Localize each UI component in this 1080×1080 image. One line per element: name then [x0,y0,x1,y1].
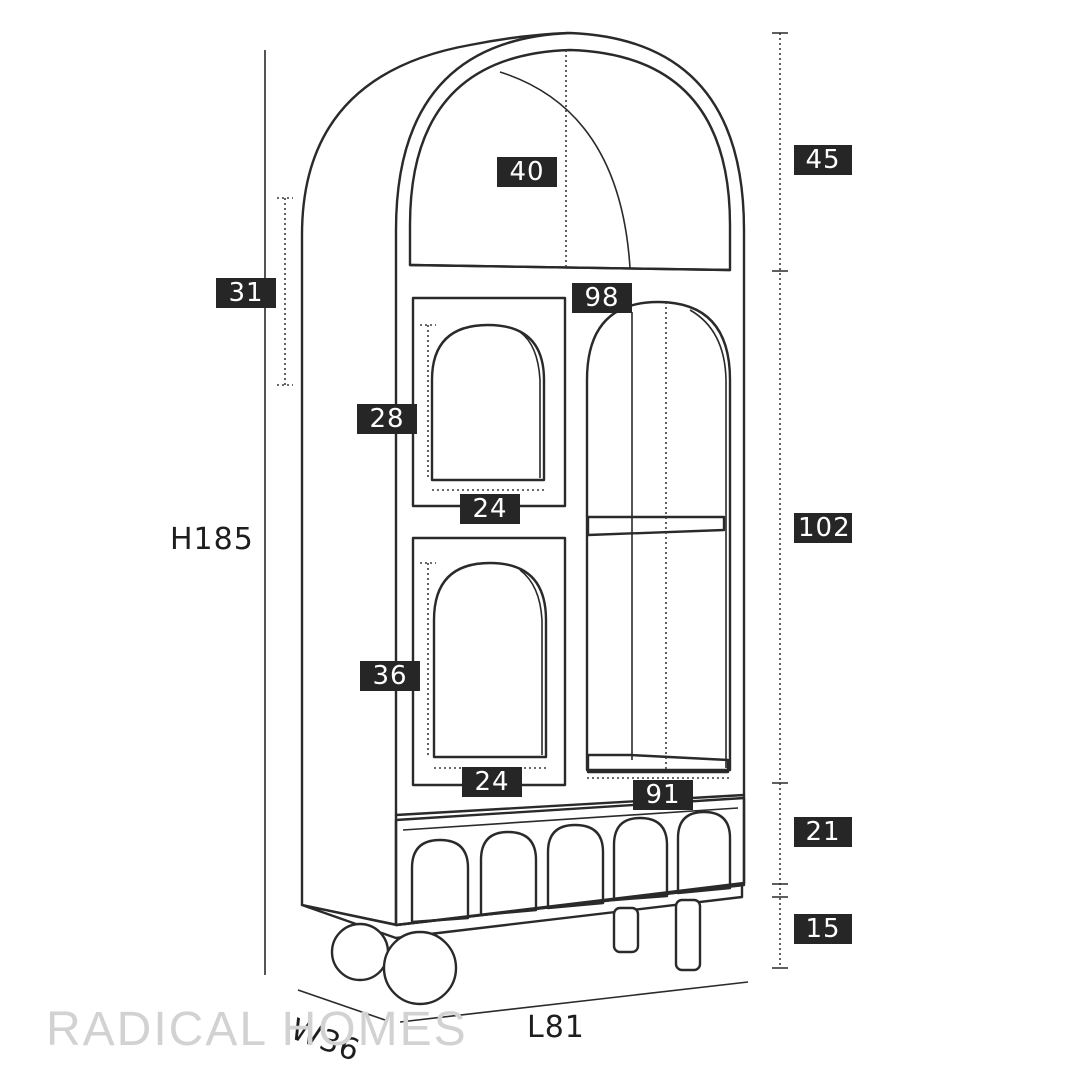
right-dimension-ticks [772,32,788,969]
upper-window-h-dotted [420,324,436,480]
right-arch-opening [585,300,732,772]
label-right-opening-height: 98 [572,283,632,313]
label-drawer-section: 21 [794,817,852,847]
right-bottom-shelf [586,753,730,774]
drawer-arch-1 [410,838,470,924]
label-upper-window-width: 24 [460,494,520,524]
label-upper-window-height: 28 [357,404,417,434]
length-line [399,981,749,1023]
ball-foot-front [382,930,458,1006]
label-arch-width: 40 [497,157,557,187]
lower-left-window-inner [519,569,543,755]
lower-left-window [432,561,548,759]
drawer-arch-3 [546,823,605,910]
top-arch-opening [408,48,732,272]
label-lower-window-width: 24 [462,767,522,797]
drawer-arch-4 [612,816,669,902]
side-arch-dotted [277,197,293,386]
ball-foot-back [330,922,390,982]
label-top-section: 45 [794,145,852,175]
upper-left-window [430,323,546,482]
watermark: RADICAL HOMES [46,1003,468,1056]
upper-left-window-inner [519,331,541,478]
drawer-front [394,796,746,927]
drawer-arch-2 [479,830,538,917]
label-middle-section: 102 [794,513,852,543]
top-arch-inner-curve [499,71,631,269]
leg-middle [612,906,640,954]
lower-window-h-dotted [420,562,436,757]
label-leg-height: 15 [794,914,852,944]
drawer-arch-5 [676,810,732,895]
top-divider [408,263,732,272]
drawer-inner [402,807,739,831]
width-line [297,989,386,1021]
label-total-height: H185 [170,522,254,557]
label-length: L81 [527,1010,585,1045]
right-arch-inner [689,309,727,768]
label-right-opening-width: 91 [633,780,693,810]
label-side-arch-height: 31 [216,278,276,308]
cabinet-front-frame [394,31,746,927]
leg-right [674,898,702,972]
label-lower-window-height: 36 [360,661,420,691]
right-shelf [586,515,726,537]
